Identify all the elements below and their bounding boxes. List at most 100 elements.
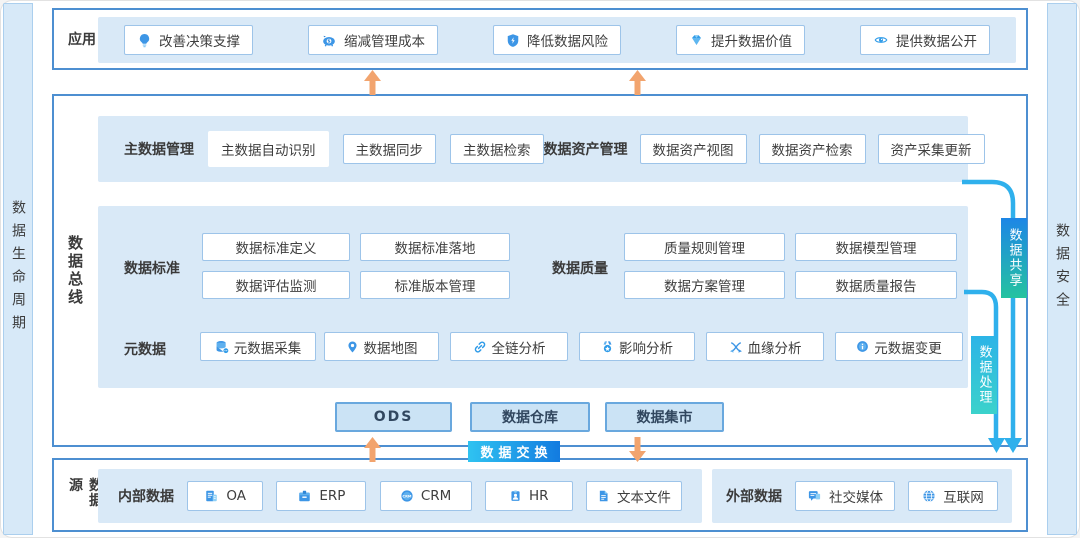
button-label: ERP — [319, 488, 346, 504]
internal-data-label: 内部数据 — [118, 489, 174, 505]
data-lifecycle-sidebar: 数据生命周期 — [3, 3, 33, 535]
svg-text:CRM: CRM — [402, 495, 411, 499]
master-data-asset-panel: 主数据管理 主数据自动识别 主数据同步 主数据检索 数据资产管理 数据资产视图 … — [98, 116, 985, 182]
down-arrow — [629, 437, 646, 462]
document-icon — [204, 489, 219, 503]
data-mart-box[interactable]: 数据集市 — [605, 402, 724, 432]
asset-collect-update-button[interactable]: 资产采集更新 — [877, 134, 985, 164]
text-file-button[interactable]: 文本文件 — [585, 481, 682, 511]
quality-report-button[interactable]: 数据质量报告 — [795, 271, 957, 299]
button-label: 提升数据价值 — [711, 34, 792, 50]
info-circle-icon — [856, 340, 869, 353]
database-icon — [215, 340, 229, 354]
standard-quality-metadata-panel: 数据标准 数据标准定义 数据标准落地 数据评估监测 标准版本管理 数据质量 质量… — [98, 206, 968, 388]
master-data-search-button[interactable]: 主数据检索 — [450, 134, 544, 164]
data-process-badge: 数据处理 — [971, 336, 997, 414]
standard-implement-button[interactable]: 数据标准落地 — [360, 233, 510, 261]
data-standard-label: 数据标准 — [124, 261, 180, 277]
application-section: 应用 改善决策支撑 缩减管理成本 降低数据风险 — [52, 8, 1028, 70]
piggy-bank-icon — [321, 33, 337, 48]
button-label: 降低数据风险 — [527, 34, 608, 50]
button-label: 提供数据公开 — [896, 34, 977, 50]
quality-plan-button[interactable]: 数据方案管理 — [624, 271, 785, 299]
internal-data-panel: 内部数据 OA ERP CRM CRM — [98, 469, 702, 523]
standard-evaluate-button[interactable]: 数据评估监测 — [202, 271, 350, 299]
data-source-section: 数据源 内部数据 OA ERP CRM CRM — [52, 458, 1028, 532]
internet-button[interactable]: 互联网 — [908, 481, 998, 511]
id-badge-icon — [509, 489, 522, 503]
button-label: HR — [528, 488, 549, 504]
lightbulb-icon — [137, 33, 152, 48]
button-label: 社交媒体 — [829, 490, 883, 506]
data-process-label: 数据处理 — [976, 345, 992, 405]
external-data-label: 外部数据 — [726, 489, 782, 505]
metadata-change-button[interactable]: 元数据变更 — [835, 332, 963, 361]
data-asset-label: 数据资产管理 — [543, 142, 628, 158]
quality-rule-button[interactable]: 质量规则管理 — [624, 233, 785, 261]
shield-icon — [506, 33, 520, 48]
oa-button[interactable]: OA — [187, 481, 264, 511]
medal-icon — [601, 340, 614, 354]
button-label: CRM — [420, 488, 452, 504]
improve-decision-button[interactable]: 改善决策支撑 — [124, 25, 253, 55]
text-file-icon — [597, 489, 610, 503]
master-data-label: 主数据管理 — [124, 142, 194, 158]
data-share-badge: 数据共享 — [1001, 218, 1027, 298]
eye-icon — [873, 33, 889, 47]
button-label: 影响分析 — [619, 340, 673, 357]
data-share-label: 数据共享 — [1006, 228, 1022, 288]
metadata-label: 元数据 — [124, 342, 166, 358]
button-label: 数据地图 — [363, 340, 418, 357]
up-arrow — [629, 70, 646, 95]
data-bus-label: 数据总线 — [66, 234, 84, 307]
lineage-analysis-button[interactable]: 血缘分析 — [706, 332, 824, 361]
data-warehouse-box[interactable]: 数据仓库 — [470, 402, 590, 432]
impact-analysis-button[interactable]: 影响分析 — [579, 332, 695, 361]
button-label: 文本文件 — [616, 490, 671, 506]
social-media-button[interactable]: 社交媒体 — [795, 481, 895, 511]
social-media-icon — [807, 489, 822, 503]
package-icon — [297, 489, 312, 503]
external-data-panel: 外部数据 社交媒体 互联网 — [712, 469, 1012, 523]
diamond-icon — [689, 33, 704, 47]
data-map-button[interactable]: 数据地图 — [324, 332, 439, 361]
button-label: 血缘分析 — [747, 340, 802, 357]
master-data-sync-button[interactable]: 主数据同步 — [342, 134, 436, 164]
data-bus-section: 数据总线 主数据管理 主数据自动识别 主数据同步 主数据检索 数据资产管理 数据… — [52, 94, 1028, 447]
standard-version-button[interactable]: 标准版本管理 — [360, 271, 510, 299]
erp-button[interactable]: ERP — [276, 481, 367, 511]
button-label: OA — [226, 488, 246, 504]
link-icon — [473, 340, 487, 354]
crm-circle-icon: CRM — [400, 489, 414, 503]
button-label: 元数据变更 — [874, 340, 942, 357]
lineage-icon — [729, 340, 743, 354]
data-lifecycle-label: 数据生命周期 — [10, 200, 26, 338]
increase-value-button[interactable]: 提升数据价值 — [676, 25, 805, 55]
data-security-label: 数据安全 — [1054, 223, 1070, 315]
data-quality-label: 数据质量 — [552, 261, 608, 277]
data-exchange-badge: 数据交换 — [468, 441, 560, 462]
asset-search-button[interactable]: 数据资产检索 — [758, 134, 866, 164]
master-data-auto-detect-button[interactable]: 主数据自动识别 — [208, 131, 329, 167]
globe-icon — [922, 489, 936, 503]
metadata-collect-button[interactable]: 元数据采集 — [200, 332, 316, 361]
map-pin-icon — [346, 340, 359, 354]
hr-button[interactable]: HR — [484, 481, 573, 511]
crm-button[interactable]: CRM CRM — [379, 481, 472, 511]
open-data-button[interactable]: 提供数据公开 — [860, 25, 990, 55]
application-panel: 改善决策支撑 缩减管理成本 降低数据风险 提升数据价值 — [98, 17, 1016, 63]
data-model-button[interactable]: 数据模型管理 — [795, 233, 957, 261]
application-section-label: 应用 — [68, 32, 96, 48]
ods-box[interactable]: ODS — [335, 402, 452, 432]
asset-view-button[interactable]: 数据资产视图 — [639, 134, 747, 164]
standard-define-button[interactable]: 数据标准定义 — [202, 233, 350, 261]
reduce-cost-button[interactable]: 缩减管理成本 — [308, 25, 438, 55]
data-security-sidebar: 数据安全 — [1047, 3, 1077, 535]
button-label: 全链分析 — [491, 340, 546, 357]
button-label: 互联网 — [943, 490, 984, 506]
reduce-risk-button[interactable]: 降低数据风险 — [493, 25, 621, 55]
button-label: 元数据采集 — [233, 340, 302, 357]
button-label: 改善决策支撑 — [159, 34, 240, 50]
full-chain-analysis-button[interactable]: 全链分析 — [450, 332, 568, 361]
